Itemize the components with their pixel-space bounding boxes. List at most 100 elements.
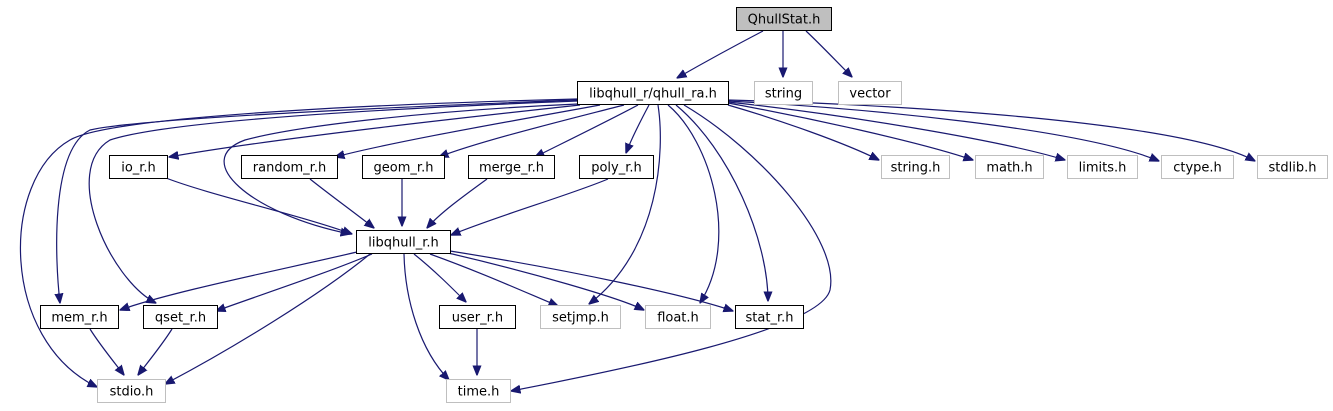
node-box — [736, 7, 832, 31]
node-label: merge_r.h — [479, 161, 544, 176]
node-label: float.h — [657, 311, 699, 326]
node-qset-r[interactable]: qset_r.h — [143, 305, 218, 329]
node-ctype-h: ctype.h — [1161, 155, 1234, 179]
node-box — [975, 155, 1044, 179]
node-label: setjmp.h — [552, 311, 609, 326]
node-stdlib-h: stdlib.h — [1257, 155, 1328, 179]
node-box — [241, 155, 338, 179]
edge-io_r-to-libqhull_r — [165, 177, 352, 234]
node-libqhull-r[interactable]: libqhull_r.h — [356, 230, 451, 254]
edge-libqhull_r-to-stdio_h — [165, 253, 371, 384]
node-qhull-ra[interactable]: libqhull_r/qhull_ra.h — [577, 81, 729, 105]
node-label: string — [765, 87, 802, 102]
node-label: limits.h — [1079, 161, 1127, 176]
edge-qhull_ra-to-time_h — [511, 104, 832, 391]
node-label: vector — [849, 87, 891, 102]
node-box — [362, 155, 445, 179]
node-label: ctype.h — [1173, 161, 1222, 176]
node-mem-r[interactable]: mem_r.h — [40, 305, 119, 329]
nodes-layer: QhullStat.h libqhull_r/qhull_ra.h string ve… — [40, 7, 1328, 403]
node-label: stdlib.h — [1269, 161, 1317, 176]
edge-qhull_ra-to-mem_r — [57, 99, 578, 303]
node-stat-r[interactable]: stat_r.h — [735, 305, 804, 329]
node-label: QhullStat.h — [748, 13, 821, 28]
node-box — [579, 155, 654, 179]
edge-qhull_ra-to-geom_r — [439, 104, 625, 157]
node-stdio-h: stdio.h — [97, 379, 166, 403]
node-label: mem_r.h — [51, 311, 107, 326]
node-geom-r[interactable]: geom_r.h — [362, 155, 445, 179]
node-box — [754, 81, 813, 105]
node-float-h: float.h — [645, 305, 711, 329]
node-box — [468, 155, 555, 179]
edge-qhull_ra-to-string_h — [727, 104, 879, 160]
edge-qhull_ra-to-io_r — [169, 104, 581, 157]
node-math-h: math.h — [975, 155, 1044, 179]
node-label: libqhull_r.h — [368, 236, 438, 251]
edge-qhullstat-to-vector — [805, 30, 852, 77]
node-random-r[interactable]: random_r.h — [241, 155, 338, 179]
node-box — [143, 305, 218, 329]
edge-qhull_ra-to-qset_r — [88, 100, 578, 303]
edge-libqhull_r-to-setjmp_h — [429, 253, 558, 306]
node-poly-r[interactable]: poly_r.h — [579, 155, 654, 179]
node-label: poly_r.h — [591, 161, 642, 176]
node-setjmp-h: setjmp.h — [540, 305, 621, 329]
edge-qhull_ra-to-setjmp_h — [589, 104, 661, 304]
edge-libqhull_r-to-time_h — [403, 253, 449, 380]
node-box — [40, 305, 119, 329]
node-box — [446, 379, 511, 403]
edge-libqhull_r-to-mem_r — [120, 251, 358, 310]
node-merge-r[interactable]: merge_r.h — [468, 155, 555, 179]
node-box — [838, 81, 902, 105]
edge-libqhull_r-to-stat_r — [449, 250, 733, 311]
node-label: random_r.h — [253, 161, 326, 176]
edge-qhull_ra-to-stdio_h — [19, 98, 578, 387]
node-string: string — [754, 81, 813, 105]
edge-qhull_ra-to-libqhull_r — [223, 103, 579, 234]
edge-qhullstat-to-qhull_ra — [677, 30, 764, 78]
node-label: stat_r.h — [746, 311, 794, 326]
edge-merge_r-to-libqhull_r — [427, 178, 488, 228]
edge-random_r-to-libqhull_r — [309, 178, 374, 228]
node-box — [1257, 155, 1328, 179]
edge-qhull_ra-to-math_h — [727, 102, 973, 160]
node-box — [577, 81, 729, 105]
node-box — [439, 305, 516, 329]
node-label: math.h — [986, 161, 1032, 176]
node-box — [97, 379, 166, 403]
edge-libqhull_r-to-float_h — [447, 252, 644, 310]
node-label: stdio.h — [110, 385, 154, 400]
node-label: string.h — [891, 161, 941, 176]
node-label: time.h — [458, 385, 500, 400]
node-user-r[interactable]: user_r.h — [439, 305, 516, 329]
node-label: io_r.h — [121, 161, 156, 176]
node-box — [735, 305, 804, 329]
edge-libqhull_r-to-user_r — [413, 253, 466, 302]
edge-poly_r-to-libqhull_r — [451, 178, 609, 235]
node-label: libqhull_r/qhull_ra.h — [589, 87, 717, 102]
node-box — [356, 230, 451, 254]
edge-qset_r-to-stdio_h — [138, 328, 173, 375]
edge-qhull_ra-to-stat_r — [675, 104, 768, 301]
node-box — [1067, 155, 1138, 179]
node-qhullstat[interactable]: QhullStat.h — [736, 7, 832, 31]
node-vector: vector — [838, 81, 902, 105]
node-limits-h: limits.h — [1067, 155, 1138, 179]
edge-qhull_ra-to-float_h — [667, 104, 720, 303]
edge-qhull_ra-to-merge_r — [535, 104, 639, 157]
node-box — [1161, 155, 1234, 179]
edge-qhull_ra-to-poly_r — [626, 104, 650, 153]
node-label: geom_r.h — [374, 161, 434, 176]
node-label: qset_r.h — [155, 311, 206, 326]
node-time-h: time.h — [446, 379, 511, 403]
edge-mem_r-to-stdio_h — [89, 328, 124, 375]
edge-qhull_ra-to-limits_h — [727, 101, 1065, 160]
node-box — [109, 155, 168, 179]
node-box — [645, 305, 711, 329]
node-box — [881, 155, 950, 179]
node-io-r[interactable]: io_r.h — [109, 155, 168, 179]
node-string-h: string.h — [881, 155, 950, 179]
node-box — [540, 305, 621, 329]
